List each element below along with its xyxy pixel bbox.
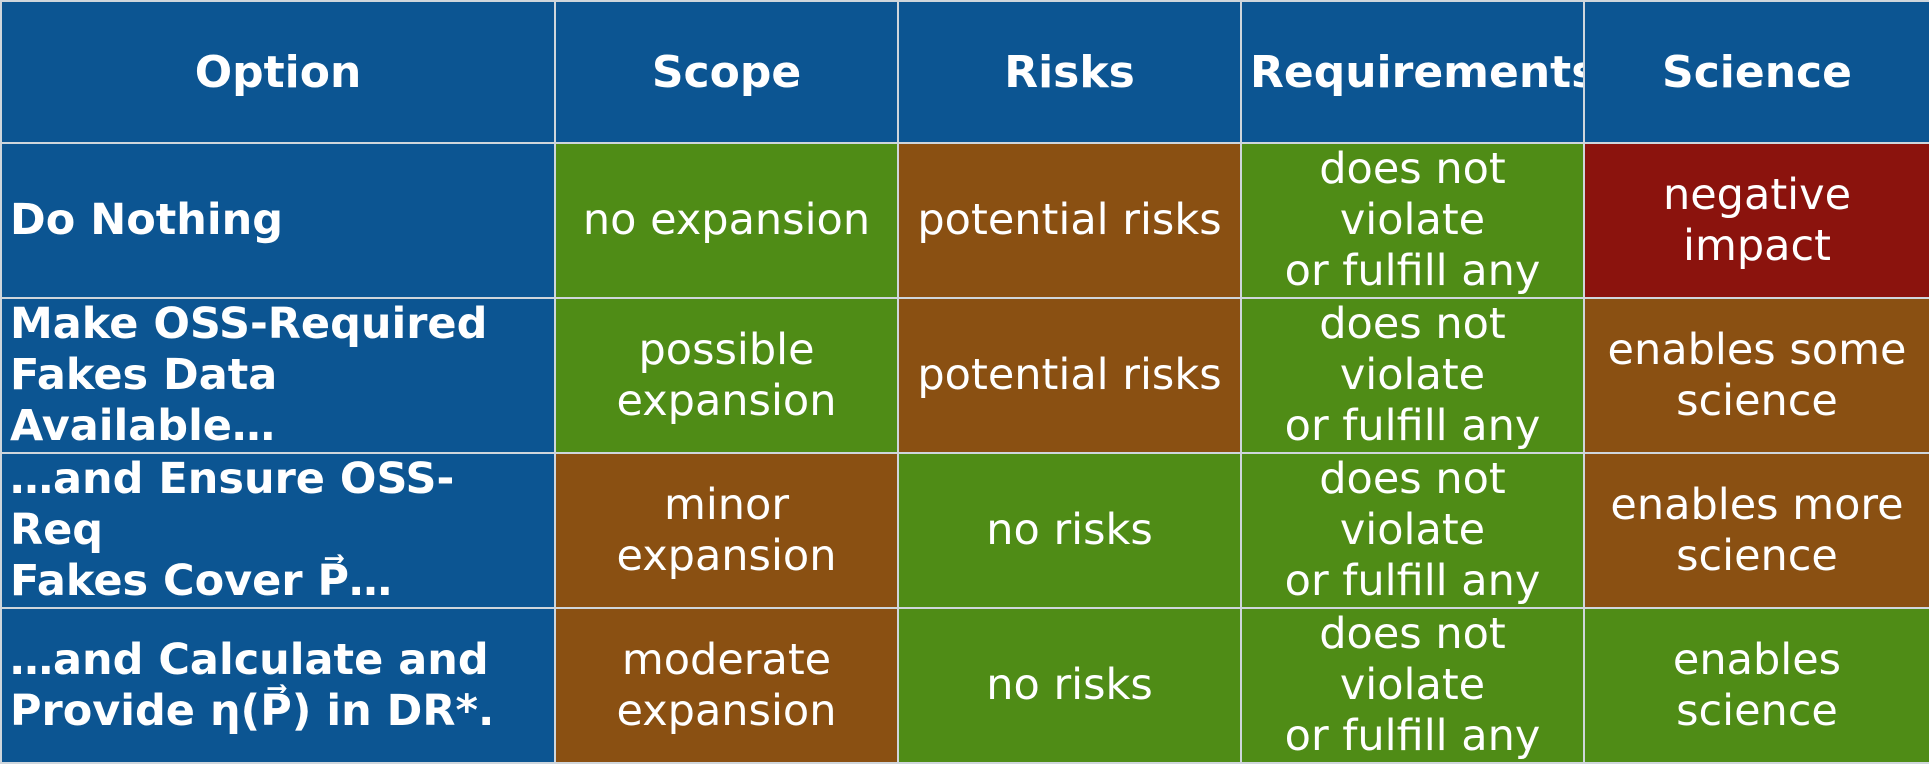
risks-cell: no risks (897, 607, 1242, 764)
header-option: Option (0, 0, 556, 144)
scope-cell: minor expansion (554, 452, 899, 609)
header-risks: Risks (897, 0, 1242, 144)
table-row: Make OSS-Required Fakes Data Available… … (0, 297, 1929, 454)
requirements-cell: does not violate or fulfill any (1240, 452, 1585, 609)
header-row: Option Scope Risks Requirements Science (0, 0, 1929, 144)
scope-cell: possible expansion (554, 297, 899, 454)
science-cell: negative impact (1583, 142, 1929, 299)
table-row: …and Ensure OSS-Req Fakes Cover P⃗… mino… (0, 452, 1929, 609)
science-cell: enables some science (1583, 297, 1929, 454)
risks-cell: potential risks (897, 297, 1242, 454)
table-row: …and Calculate and Provide η(P⃗) in DR*.… (0, 607, 1929, 764)
header-scope: Scope (554, 0, 899, 144)
scope-cell: moderate expansion (554, 607, 899, 764)
option-label: Do Nothing (0, 142, 556, 299)
option-label: …and Calculate and Provide η(P⃗) in DR*. (0, 607, 556, 764)
science-cell: enables more science (1583, 452, 1929, 609)
risks-cell: potential risks (897, 142, 1242, 299)
risks-cell: no risks (897, 452, 1242, 609)
requirements-cell: does not violate or fulfill any (1240, 607, 1585, 764)
table-row: Do Nothing no expansion potential risks … (0, 142, 1929, 299)
option-label: …and Ensure OSS-Req Fakes Cover P⃗… (0, 452, 556, 609)
header-science: Science (1583, 0, 1929, 144)
header-requirements: Requirements (1240, 0, 1585, 144)
requirements-cell: does not violate or fulfill any (1240, 142, 1585, 299)
science-cell: enables science (1583, 607, 1929, 764)
scope-cell: no expansion (554, 142, 899, 299)
requirements-cell: does not violate or fulfill any (1240, 297, 1585, 454)
option-label: Make OSS-Required Fakes Data Available… (0, 297, 556, 454)
